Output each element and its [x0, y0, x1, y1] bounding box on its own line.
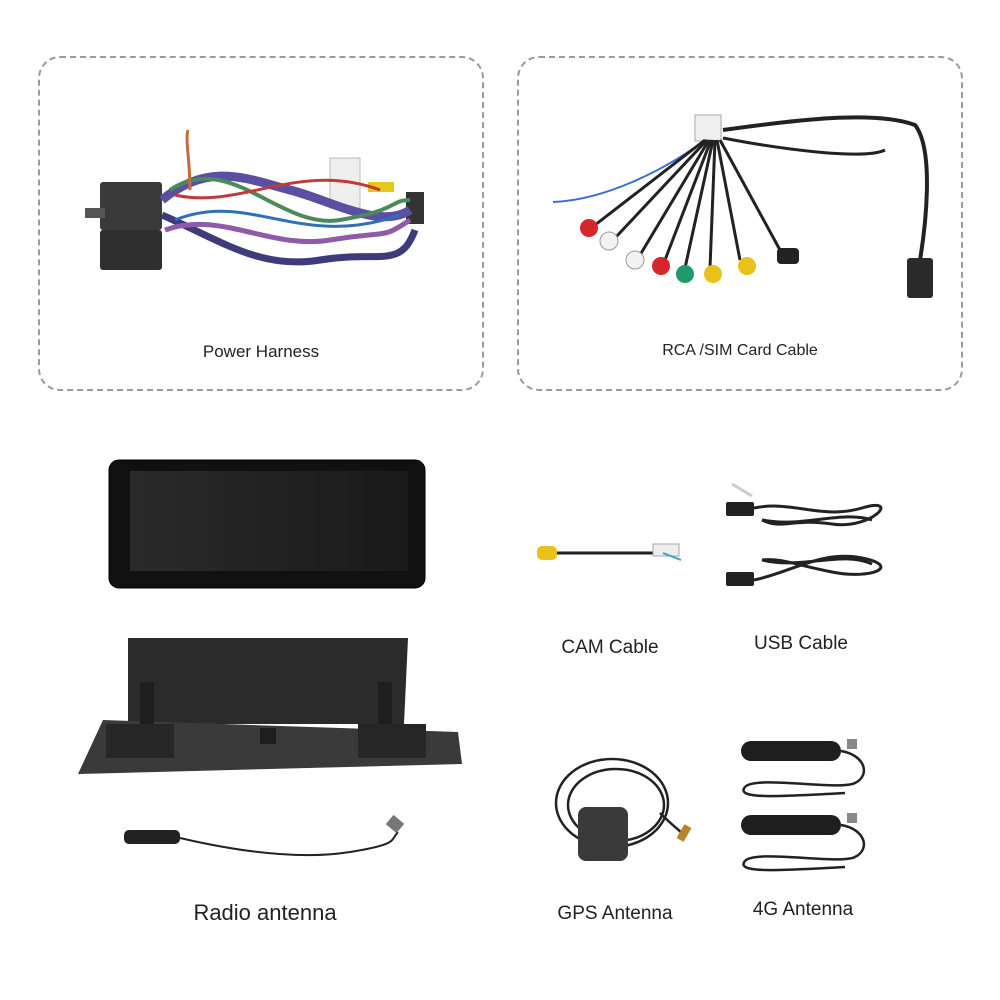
wire-harness-icon — [80, 120, 440, 300]
display-screen-icon — [108, 459, 426, 589]
usb-cable-icon — [722, 480, 883, 595]
4g-antenna-label: 4G Antenna — [752, 899, 854, 920]
gps-antenna-icon — [552, 755, 702, 870]
rca-sim-cable-panel — [517, 56, 963, 391]
mounting-bracket-icon — [78, 632, 462, 782]
power-harness-label: Power Harness — [202, 342, 320, 361]
radio-antenna-icon — [120, 812, 410, 862]
cam-cable-label: CAM Cable — [561, 637, 659, 658]
gps-antenna-label: GPS Antenna — [557, 903, 673, 924]
rca-sim-cable-label: RCA /SIM Card Cable — [662, 342, 818, 359]
4g-antenna-icon — [735, 735, 875, 875]
power-harness-panel — [38, 56, 484, 391]
rca-cable-icon — [545, 110, 945, 310]
radio-antenna-label: Radio antenna — [193, 900, 337, 925]
cam-cable-icon — [535, 538, 685, 568]
usb-cable-label: USB Cable — [754, 633, 848, 654]
